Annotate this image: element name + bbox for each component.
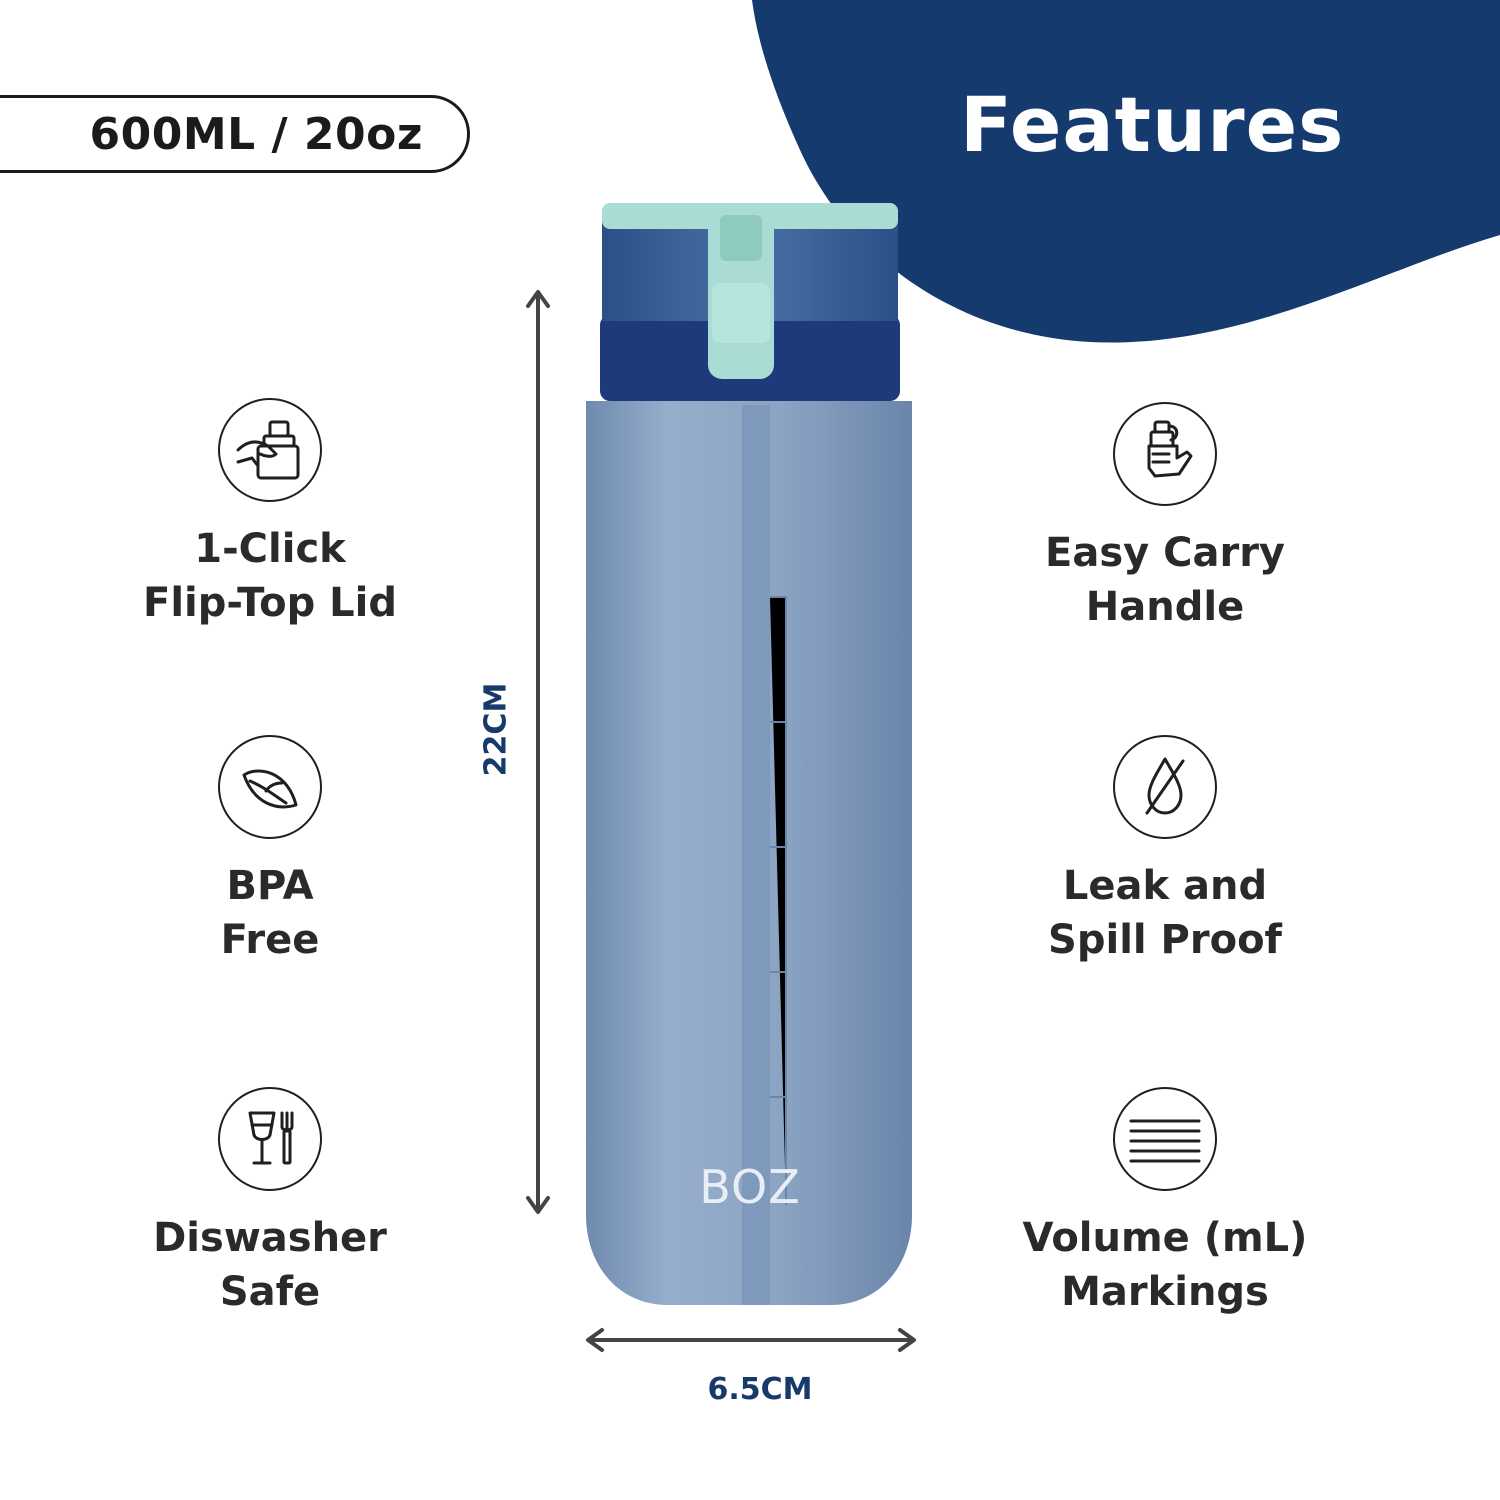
feature-dishwasher-safe: Diswasher Safe bbox=[80, 1087, 460, 1319]
hand-carry-icon bbox=[1113, 402, 1217, 506]
feature-line-2: Flip-Top Lid bbox=[143, 580, 397, 626]
feature-line-1: Diswasher bbox=[153, 1215, 387, 1261]
capacity-badge: 600ML / 20oz bbox=[0, 95, 470, 173]
feature-line-2: Safe bbox=[219, 1269, 321, 1315]
features-title: Features bbox=[960, 80, 1345, 169]
feature-line-1: Volume (mL) bbox=[1022, 1215, 1308, 1261]
width-arrow-right bbox=[898, 1328, 916, 1352]
height-arrow-bottom bbox=[526, 1196, 550, 1214]
feature-line-2: Spill Proof bbox=[1048, 917, 1282, 963]
glass-fork-icon bbox=[218, 1087, 322, 1191]
height-dimension-label: 22CM bbox=[478, 682, 514, 777]
water-bottle-image bbox=[586, 203, 912, 1305]
feature-volume-markings: Volume (mL) Markings bbox=[975, 1087, 1355, 1319]
feature-line-2: Free bbox=[220, 917, 320, 963]
volume-lines-icon bbox=[1113, 1087, 1217, 1191]
width-dimension-label: 6.5CM bbox=[707, 1372, 813, 1407]
width-arrow-left bbox=[586, 1328, 604, 1352]
feature-line-1: BPA bbox=[226, 863, 314, 909]
height-arrow-top bbox=[526, 290, 550, 308]
feature-leak-proof: Leak and Spill Proof bbox=[975, 735, 1355, 967]
leaf-icon bbox=[218, 735, 322, 839]
feature-flip-top-lid: 1-Click Flip-Top Lid bbox=[80, 398, 460, 630]
feature-line-1: Easy Carry bbox=[1045, 530, 1285, 576]
feature-line-1: 1-Click bbox=[194, 526, 346, 572]
feature-line-2: Handle bbox=[1085, 584, 1245, 630]
flip-top-lid-icon bbox=[218, 398, 322, 502]
brand-logo: BOZ bbox=[699, 1160, 801, 1214]
feature-easy-carry: Easy Carry Handle bbox=[975, 402, 1355, 634]
no-drop-icon bbox=[1113, 735, 1217, 839]
feature-line-2: Markings bbox=[1061, 1269, 1269, 1315]
feature-line-1: Leak and bbox=[1062, 863, 1268, 909]
capacity-label: 600ML / 20oz bbox=[89, 108, 423, 160]
feature-bpa-free: BPA Free bbox=[80, 735, 460, 967]
